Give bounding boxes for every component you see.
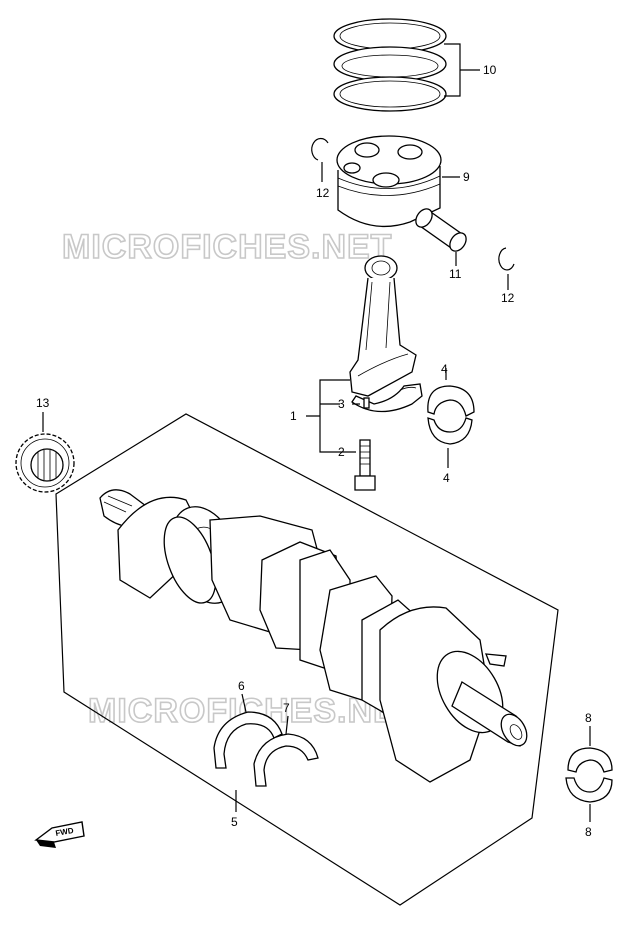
label-8-top: 8 (585, 711, 592, 725)
circlip-left[interactable] (311, 137, 329, 161)
piston-pin[interactable] (413, 206, 470, 254)
label-11: 11 (449, 267, 462, 281)
label-3: 3 (338, 397, 345, 411)
fwd-arrow-icon: FWD (34, 821, 85, 848)
crankshaft-sprocket[interactable] (15, 433, 75, 493)
label-10: 10 (483, 63, 497, 77)
label-12-left: 12 (316, 186, 330, 200)
connecting-rod-bolt[interactable] (354, 439, 376, 491)
thrust-bearing-lower[interactable] (253, 733, 319, 787)
label-2: 2 (338, 445, 345, 459)
crankshaft-frame (55, 413, 559, 906)
label-12-right: 12 (501, 291, 515, 305)
label-4-bottom: 4 (443, 471, 450, 485)
fwd-label: FWD (55, 826, 75, 838)
label-6: 6 (238, 679, 245, 693)
circlip-right[interactable] (498, 247, 515, 271)
label-13: 13 (36, 396, 50, 410)
piston[interactable] (336, 135, 442, 228)
label-7: 7 (283, 701, 290, 715)
label-5: 5 (231, 815, 238, 829)
crankshaft[interactable] (99, 489, 532, 783)
label-4-top: 4 (441, 362, 448, 376)
watermark-top: MICROFICHES.NET (62, 228, 392, 266)
connecting-rod[interactable] (349, 255, 417, 397)
crankshaft-main-bearing[interactable] (565, 747, 613, 803)
connecting-rod-bearing[interactable] (427, 385, 475, 445)
piston-ring-set[interactable] (333, 18, 447, 112)
label-8-bottom: 8 (585, 825, 592, 839)
label-9: 9 (463, 170, 470, 184)
label-1: 1 (290, 409, 297, 423)
